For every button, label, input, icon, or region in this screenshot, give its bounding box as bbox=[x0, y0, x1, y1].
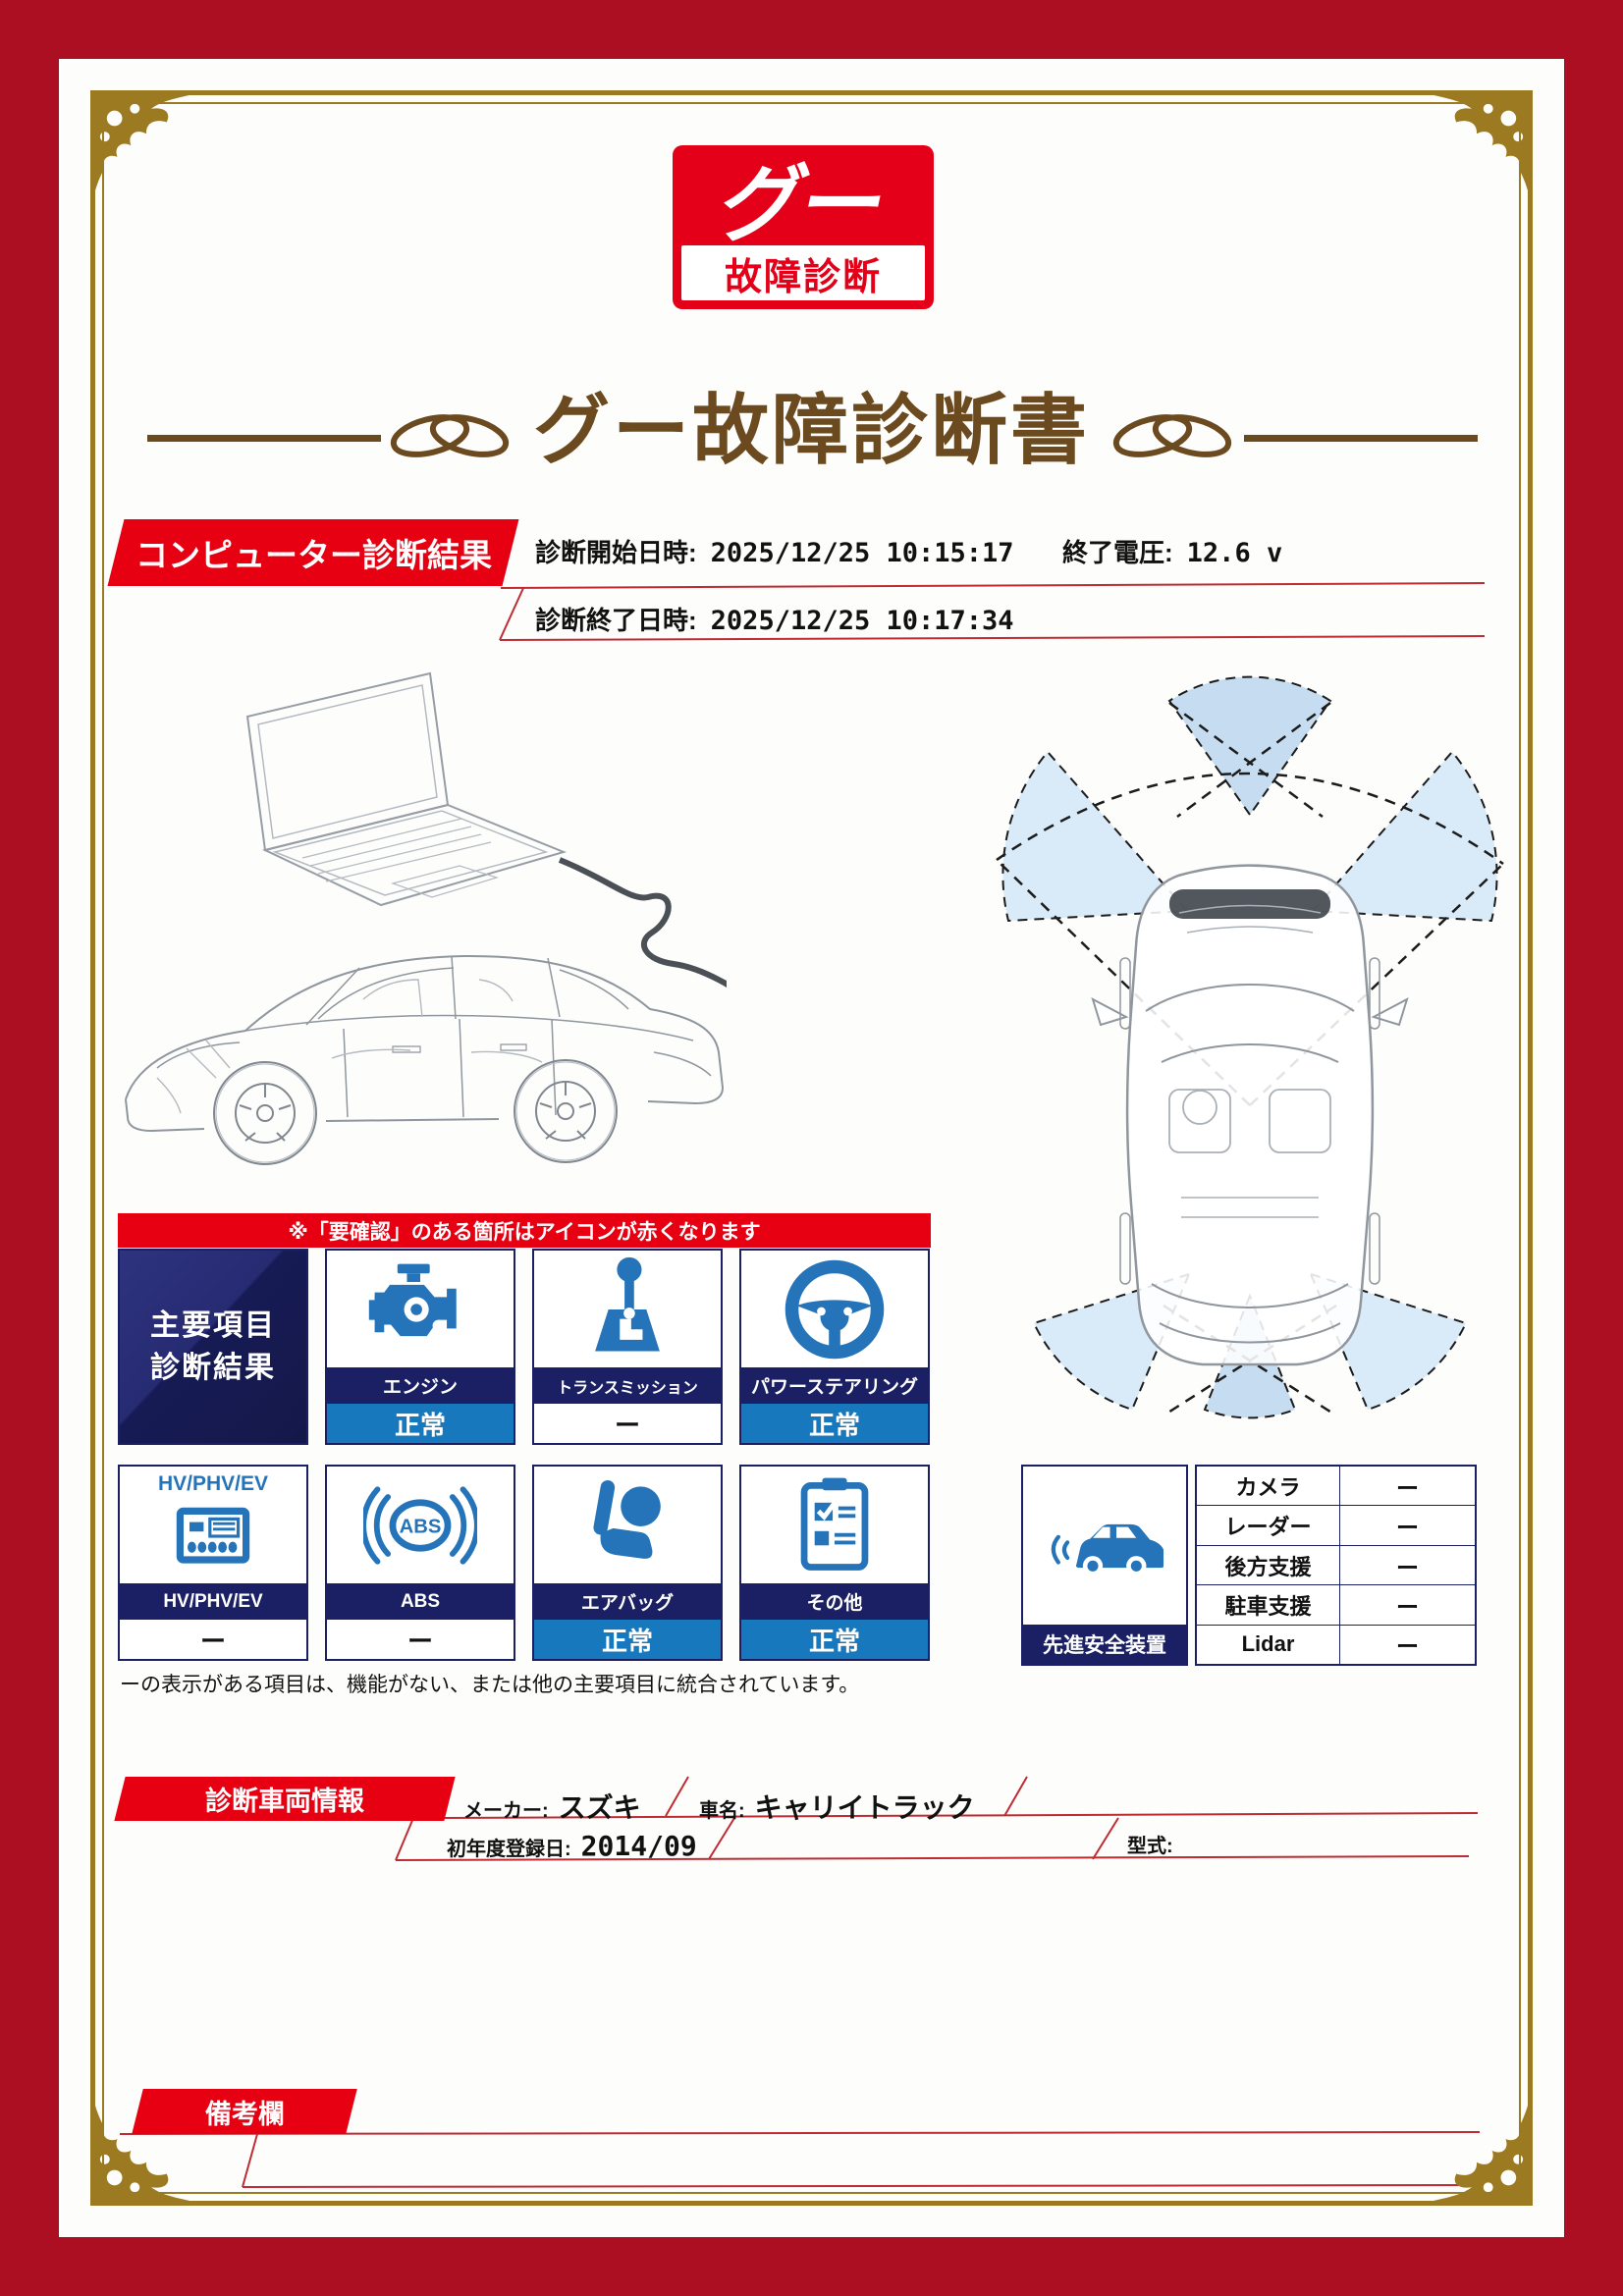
goo-logo: グー 故障診断 bbox=[673, 145, 934, 309]
end-voltage-row: 終了電圧: 12.6 v bbox=[1062, 533, 1282, 569]
card-label: ABS bbox=[327, 1583, 514, 1620]
corner-ornament-icon bbox=[1416, 91, 1532, 207]
red-notice-banner: ※「要確認」のある箇所はアイコンが赤くなります bbox=[118, 1213, 931, 1248]
corner-ornament-icon bbox=[91, 91, 207, 207]
card-other: その他 正常 bbox=[739, 1465, 930, 1661]
section-banner-label: コンピューター診断結果 bbox=[135, 537, 492, 573]
advanced-safety-header-cell: 先進安全装置 bbox=[1021, 1465, 1188, 1666]
goo-logo-caption: 故障診断 bbox=[724, 256, 882, 298]
section-banner-remarks: 備考欄 bbox=[132, 2089, 357, 2134]
safety-row-radar: レーダー ー bbox=[1197, 1506, 1475, 1546]
card-label: パワーステアリング bbox=[741, 1367, 928, 1404]
grid-footnote: ーの表示がある項目は、機能がない、または他の主要項目に統合されています。 bbox=[120, 1674, 860, 1696]
airbag-icon bbox=[534, 1467, 721, 1583]
card-status: 正常 bbox=[327, 1404, 514, 1443]
main-diagnosis-header: 主要項目 診断結果 bbox=[118, 1249, 308, 1445]
safety-row-label: カメラ bbox=[1197, 1467, 1340, 1506]
safety-row-label: 駐車支援 bbox=[1197, 1585, 1340, 1625]
safety-row-value: ー bbox=[1396, 1633, 1419, 1660]
card-engine: エンジン 正常 bbox=[325, 1249, 515, 1445]
end-time-value: 2025/12/25 10:17:34 bbox=[710, 606, 1014, 636]
end-time-label: 診断終了日時: bbox=[535, 606, 697, 635]
model-code-label: 型式: bbox=[1127, 1836, 1173, 1857]
registration-date-label: 初年度登録日: bbox=[447, 1839, 571, 1860]
registration-date-value: 2014/09 bbox=[580, 1830, 697, 1862]
voltage-label: 終了電圧: bbox=[1062, 538, 1173, 567]
section-banner-vehicle-info: 診断車両情報 bbox=[114, 1777, 456, 1821]
card-transmission: トランスミッション ー bbox=[532, 1249, 723, 1445]
safety-row-value: ー bbox=[1396, 1474, 1419, 1501]
title-rule-left bbox=[147, 435, 381, 442]
transmission-icon bbox=[534, 1251, 721, 1367]
section-banner-label: 備考欄 bbox=[204, 2099, 285, 2129]
model-code-field: 型式: bbox=[1127, 1830, 1183, 1858]
page-title: グー故障診断書 bbox=[532, 387, 1091, 473]
steering-wheel-icon bbox=[741, 1251, 928, 1367]
card-status: 正常 bbox=[534, 1620, 721, 1659]
voltage-value: 12.6 v bbox=[1186, 538, 1283, 568]
card-label: エンジン bbox=[327, 1367, 514, 1404]
maker-value: スズキ bbox=[558, 1792, 641, 1823]
card-label: その他 bbox=[741, 1583, 928, 1620]
section-banner-label: 診断車両情報 bbox=[205, 1787, 364, 1816]
safety-row-camera: カメラ ー bbox=[1197, 1467, 1475, 1507]
engine-icon bbox=[327, 1251, 514, 1367]
corner-ornament-icon bbox=[1416, 2089, 1532, 2205]
diagnosis-end-row: 診断終了日時: 2025/12/25 10:17:34 bbox=[535, 601, 1014, 637]
sensor-coverage-illustration bbox=[977, 667, 1523, 1419]
car-name-value: キャリイトラック bbox=[754, 1792, 975, 1823]
card-status: 正常 bbox=[741, 1404, 928, 1443]
section-banner-computer-diagnosis: コンピューター診断結果 bbox=[107, 519, 519, 586]
hv-battery-icon: HV/PHV/EV bbox=[120, 1467, 306, 1583]
safety-row-value: ー bbox=[1396, 1593, 1419, 1620]
obd-laptop-car-illustration bbox=[98, 656, 768, 1217]
diagnosis-start-row: 診断開始日時: 2025/12/25 10:15:17 bbox=[535, 533, 1014, 569]
title-rule-right bbox=[1244, 435, 1478, 442]
car-name-field: 車名: キャリイトラック bbox=[699, 1787, 975, 1826]
safety-row-label: レーダー bbox=[1197, 1506, 1340, 1545]
safety-row-parking-support: 駐車支援 ー bbox=[1197, 1585, 1475, 1626]
goo-logo-mark: グー bbox=[710, 157, 893, 252]
car-name-label: 車名: bbox=[699, 1800, 745, 1822]
main-diagnosis-grid: 主要項目 診断結果 エンジン 正常 bbox=[118, 1249, 931, 1661]
safety-row-lidar: Lidar ー bbox=[1197, 1625, 1475, 1665]
card-label: エアバッグ bbox=[534, 1583, 721, 1620]
safety-row-label: Lidar bbox=[1197, 1625, 1340, 1665]
abs-icon: ABS bbox=[327, 1467, 514, 1583]
header-line2: 診断結果 bbox=[150, 1352, 276, 1384]
start-time-label: 診断開始日時: bbox=[535, 538, 697, 567]
card-airbag: エアバッグ 正常 bbox=[532, 1465, 723, 1661]
advanced-safety-rows: カメラ ー レーダー ー 後方支援 ー 駐車支援 ー Lidar ー bbox=[1195, 1465, 1477, 1666]
maker-field: メーカー: スズキ bbox=[463, 1787, 641, 1826]
card-status: ー bbox=[120, 1620, 306, 1659]
svg-text:ABS: ABS bbox=[400, 1516, 442, 1537]
card-label: トランスミッション bbox=[534, 1367, 721, 1404]
card-status: 正常 bbox=[741, 1620, 928, 1659]
card-abs: ABS ABS ー bbox=[325, 1465, 515, 1661]
safety-row-label: 後方支援 bbox=[1197, 1545, 1340, 1585]
title-flourish-icon bbox=[1108, 406, 1237, 465]
title-flourish-icon bbox=[385, 406, 514, 465]
header-line1: 主要項目 bbox=[150, 1308, 276, 1342]
advanced-safety-label: 先進安全装置 bbox=[1023, 1625, 1186, 1664]
card-status: ー bbox=[327, 1620, 514, 1659]
registration-date-field: 初年度登録日: 2014/09 bbox=[447, 1830, 697, 1862]
start-time-value: 2025/12/25 10:15:17 bbox=[710, 538, 1014, 568]
card-status: ー bbox=[534, 1404, 721, 1443]
card-label: HV/PHV/EV bbox=[120, 1583, 306, 1620]
checklist-icon bbox=[741, 1467, 928, 1583]
hv-top-label: HV/PHV/EV bbox=[157, 1472, 269, 1495]
maker-label: メーカー: bbox=[463, 1800, 549, 1822]
goo-logo-caption-band: 故障診断 bbox=[681, 245, 925, 300]
advanced-safety-table: 先進安全装置 カメラ ー レーダー ー 後方支援 ー 駐車支援 ー Lidar … bbox=[1021, 1465, 1477, 1666]
safety-row-rear-support: 後方支援 ー bbox=[1197, 1545, 1475, 1586]
safety-row-value: ー bbox=[1396, 1515, 1419, 1541]
safety-row-value: ー bbox=[1396, 1554, 1419, 1580]
card-hv-phv-ev: HV/PHV/EV HV/PHV/EV ー bbox=[118, 1465, 308, 1661]
card-power-steering: パワーステアリング 正常 bbox=[739, 1249, 930, 1445]
sensing-car-icon bbox=[1023, 1467, 1186, 1625]
